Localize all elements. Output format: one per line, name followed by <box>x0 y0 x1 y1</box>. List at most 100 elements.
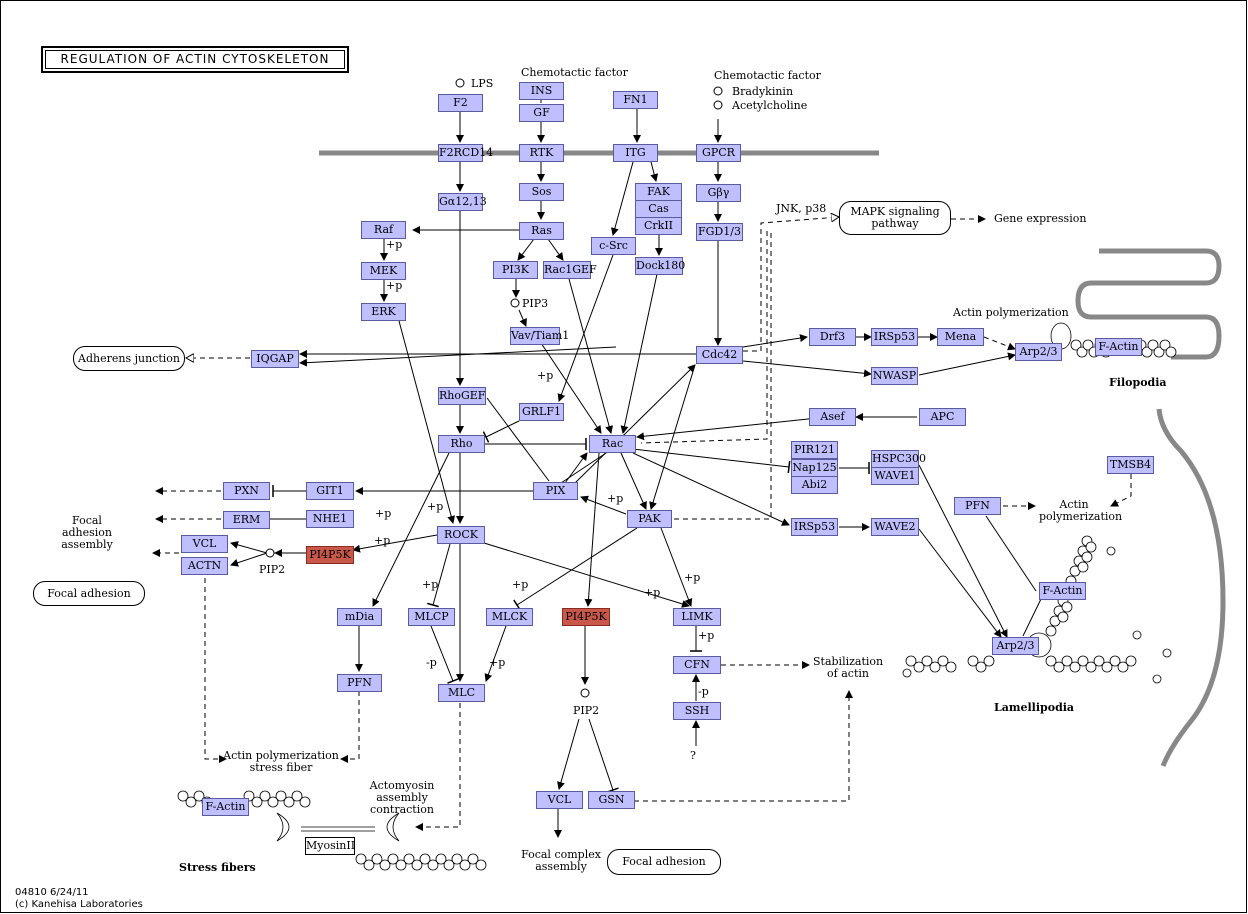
gene-node-fak[interactable]: FAK <box>635 183 682 201</box>
gene-node-mlc[interactable]: MLC <box>438 684 485 702</box>
gene-node-apc[interactable]: APC <box>919 408 966 426</box>
gene-node-dock180[interactable]: Dock180 <box>635 257 685 275</box>
gene-node-factin-c[interactable]: F-Actin <box>202 798 249 816</box>
gene-node-gpcr[interactable]: GPCR <box>696 144 741 162</box>
gene-node-pi3k[interactable]: PI3K <box>493 261 538 279</box>
label-actin-poly-stress: Actin polymerization stress fiber <box>223 749 339 774</box>
label-actin-poly-mid: Actin polymerization <box>1039 498 1123 523</box>
gene-node-gsn[interactable]: GSN <box>588 791 635 809</box>
gene-node-ga1213[interactable]: Gα12,13 <box>438 193 487 211</box>
gene-node-actn[interactable]: ACTN <box>181 557 228 575</box>
gene-node-f2rcd14[interactable]: F2RCD14 <box>438 144 493 162</box>
focal-adhesion-link-bottom[interactable]: Focal adhesion <box>607 849 721 875</box>
gene-node-nap125[interactable]: Nap125 <box>791 459 838 477</box>
gene-node-vcl-b[interactable]: VCL <box>536 791 583 809</box>
gene-node-itg[interactable]: ITG <box>613 144 658 162</box>
gene-node-rhogef[interactable]: RhoGEF <box>438 387 486 405</box>
focal-adhesion-link-left[interactable]: Focal adhesion <box>33 581 145 606</box>
gene-node-pxn[interactable]: PXN <box>223 482 270 500</box>
gene-node-mena[interactable]: Mena <box>937 328 984 346</box>
gene-node-pix[interactable]: PIX <box>533 482 578 500</box>
gene-node-pi4p5k-a[interactable]: PI4P5K <box>306 546 354 564</box>
gene-node-erk[interactable]: ERK <box>361 303 406 321</box>
gene-node-csrc[interactable]: c-Src <box>591 237 636 255</box>
label-actomyosin: Actomyosin assembly contraction <box>369 779 435 816</box>
label-p13: +p <box>489 656 506 669</box>
gene-node-ssh[interactable]: SSH <box>673 702 721 720</box>
gene-node-mlcp[interactable]: MLCP <box>408 608 455 626</box>
label-p5: +p <box>374 534 391 547</box>
gene-node-raf[interactable]: Raf <box>361 221 406 239</box>
label-gene-expression: Gene expression <box>994 212 1087 225</box>
label-pip2-a: PIP2 <box>259 563 286 576</box>
gene-node-ras[interactable]: Ras <box>519 222 564 240</box>
gene-node-mek[interactable]: MEK <box>361 262 406 280</box>
gene-node-crkii[interactable]: CrkII <box>635 217 682 235</box>
gene-node-limk[interactable]: LIMK <box>673 608 721 626</box>
gene-node-nwasp[interactable]: NWASP <box>871 367 918 385</box>
label-lamellipodia: Lamellipodia <box>994 701 1075 714</box>
gene-node-vcl-a[interactable]: VCL <box>181 535 228 553</box>
gene-node-rock[interactable]: ROCK <box>437 526 485 544</box>
gene-node-erm[interactable]: ERM <box>223 511 270 529</box>
myosin-label: MyosinII <box>305 837 355 855</box>
gene-node-drf3[interactable]: Drf3 <box>809 328 856 346</box>
gene-node-mlck[interactable]: MLCK <box>486 608 533 626</box>
label-lps: LPS <box>471 77 494 90</box>
label-m2: -p <box>698 685 709 698</box>
gene-node-vavtiam1[interactable]: Vav/Tiam1 <box>510 327 569 345</box>
gene-node-pir121[interactable]: PIR121 <box>791 441 838 459</box>
label-chemotactic-2: Chemotactic factor <box>714 69 821 82</box>
gene-node-mdia[interactable]: mDia <box>337 608 382 626</box>
gene-node-irsp53a[interactable]: IRSp53 <box>871 328 918 346</box>
label-p10: +p <box>644 586 661 599</box>
gene-node-hspc300[interactable]: HSPC300 <box>871 450 926 468</box>
gene-node-pi4p5k-b[interactable]: PI4P5K <box>562 608 610 626</box>
gene-node-cas[interactable]: Cas <box>635 200 682 218</box>
gene-node-pfn-b[interactable]: PFN <box>337 674 382 692</box>
gene-node-nhe1[interactable]: NHE1 <box>306 510 354 528</box>
gene-node-cdc42[interactable]: Cdc42 <box>696 346 743 364</box>
gene-node-cfn[interactable]: CFN <box>673 656 721 674</box>
gene-node-fgd13[interactable]: FGD1/3 <box>696 223 743 241</box>
gene-node-ins[interactable]: INS <box>519 82 564 100</box>
gene-node-rho[interactable]: Rho <box>438 435 485 453</box>
gene-node-sos[interactable]: Sos <box>519 183 564 201</box>
gene-node-rac1gef[interactable]: Rac1GEF <box>543 261 597 279</box>
gene-node-pak[interactable]: PAK <box>627 510 672 528</box>
gene-node-f2[interactable]: F2 <box>438 94 483 112</box>
label-stabilization: Stabilization of actin <box>813 655 884 680</box>
label-actin-poly-top: Actin polymerization <box>953 306 1069 319</box>
gene-node-factin-b[interactable]: F-Actin <box>1039 582 1086 600</box>
gene-node-asef[interactable]: Asef <box>809 408 856 426</box>
gene-node-wave1[interactable]: WAVE1 <box>871 467 919 485</box>
gene-node-tmsb4[interactable]: TMSB4 <box>1107 456 1154 474</box>
gene-node-gf[interactable]: GF <box>519 104 564 122</box>
gene-node-git1[interactable]: GIT1 <box>306 482 354 500</box>
mapk-pathway-link[interactable]: MAPK signaling pathway <box>839 201 951 235</box>
copyright: (c) Kanehisa Laboratories <box>15 899 143 910</box>
label-p11: +p <box>684 571 701 584</box>
gene-node-arp23a[interactable]: Arp2/3 <box>1015 343 1062 361</box>
gene-node-gby[interactable]: Gβγ <box>696 184 741 202</box>
gene-node-rac[interactable]: Rac <box>589 435 636 453</box>
gene-node-grlf1[interactable]: GRLF1 <box>519 403 564 421</box>
gene-node-irsp53b[interactable]: IRSp53 <box>791 518 838 536</box>
gene-node-factin-a[interactable]: F-Actin <box>1095 338 1142 356</box>
gene-node-wave2[interactable]: WAVE2 <box>871 518 919 536</box>
label-p1: +p <box>386 238 403 251</box>
gene-node-abi2[interactable]: Abi2 <box>791 476 838 494</box>
gene-node-pfn-a[interactable]: PFN <box>954 497 1001 515</box>
page-title: REGULATION OF ACTIN CYTOSKELETON <box>41 46 349 73</box>
gene-node-arp23b[interactable]: Arp2/3 <box>992 637 1039 655</box>
gene-node-fn1[interactable]: FN1 <box>613 91 658 109</box>
label-jnk: JNK, p38 <box>776 202 827 215</box>
adherens-junction-link[interactable]: Adherens junction <box>73 346 185 371</box>
gene-node-rtk[interactable]: RTK <box>519 144 564 162</box>
myosin-bundle <box>276 812 400 842</box>
label-pip2-b: PIP2 <box>573 704 600 717</box>
gene-node-iqgap[interactable]: IQGAP <box>251 350 299 368</box>
label-chemotactic-1: Chemotactic factor <box>521 66 628 79</box>
